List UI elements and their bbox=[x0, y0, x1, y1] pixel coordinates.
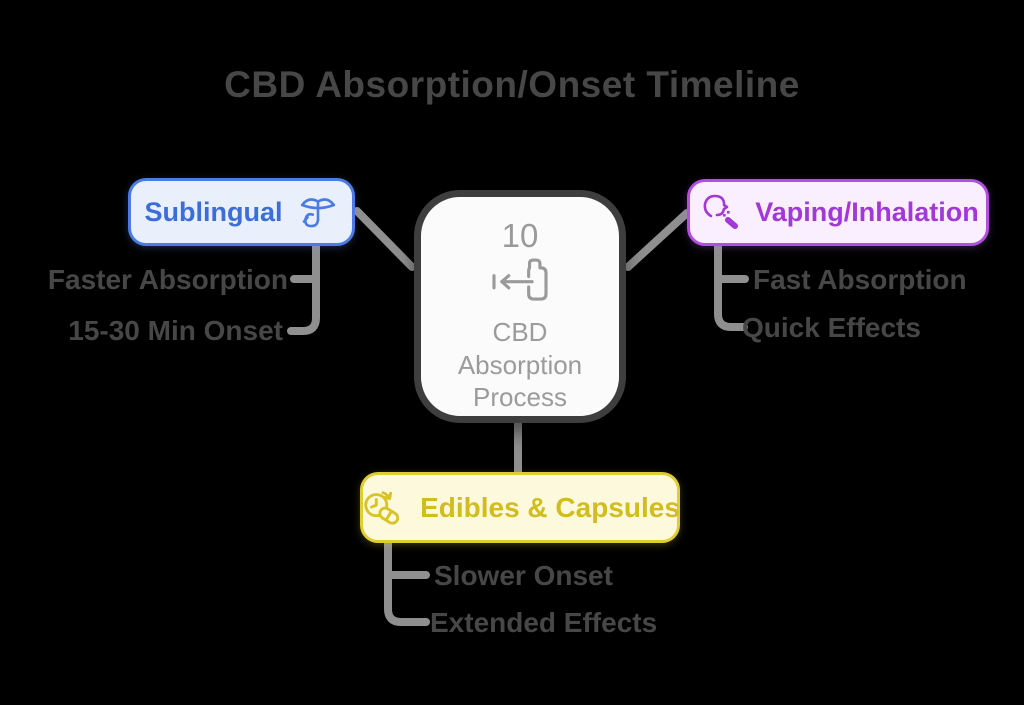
absorb-left-arrow-icon bbox=[480, 254, 560, 306]
branch-vaping-label: Vaping/Inhalation bbox=[755, 197, 979, 227]
branch-edibles: Edibles & Capsules bbox=[360, 472, 680, 543]
clock-capsule-icon bbox=[360, 486, 406, 530]
vaping-item-1: Fast Absorption bbox=[753, 264, 967, 295]
diagram-title: CBD Absorption/Onset Timeline bbox=[224, 64, 800, 105]
center-number: 10 bbox=[501, 217, 539, 254]
connector-center-vaping bbox=[624, 209, 691, 271]
sublingual-item-2: 15-30 Min Onset bbox=[68, 315, 283, 346]
branch-edibles-label: Edibles & Capsules bbox=[420, 491, 680, 523]
inhale-head-icon bbox=[697, 192, 741, 234]
vaping-item-2: Quick Effects bbox=[742, 312, 921, 343]
connector-vaping-items bbox=[714, 240, 749, 331]
edibles-item-2: Extended Effects bbox=[430, 607, 658, 638]
connector-sublingual-items bbox=[287, 240, 320, 335]
edibles-item-1: Slower Onset bbox=[434, 560, 613, 591]
branch-sublingual-label: Sublingual bbox=[144, 196, 283, 227]
connector-edibles-items bbox=[384, 538, 430, 626]
sublingual-item-1: Faster Absorption bbox=[47, 264, 288, 295]
center-label: CBD Absorption Process bbox=[457, 317, 583, 412]
center-node: 10 CBD Absorption Process bbox=[414, 190, 626, 423]
branch-vaping: Vaping/Inhalation bbox=[687, 179, 989, 246]
mouth-drop-icon bbox=[297, 191, 339, 233]
connector-sublingual-center bbox=[353, 207, 416, 271]
branch-sublingual: Sublingual bbox=[128, 178, 355, 246]
